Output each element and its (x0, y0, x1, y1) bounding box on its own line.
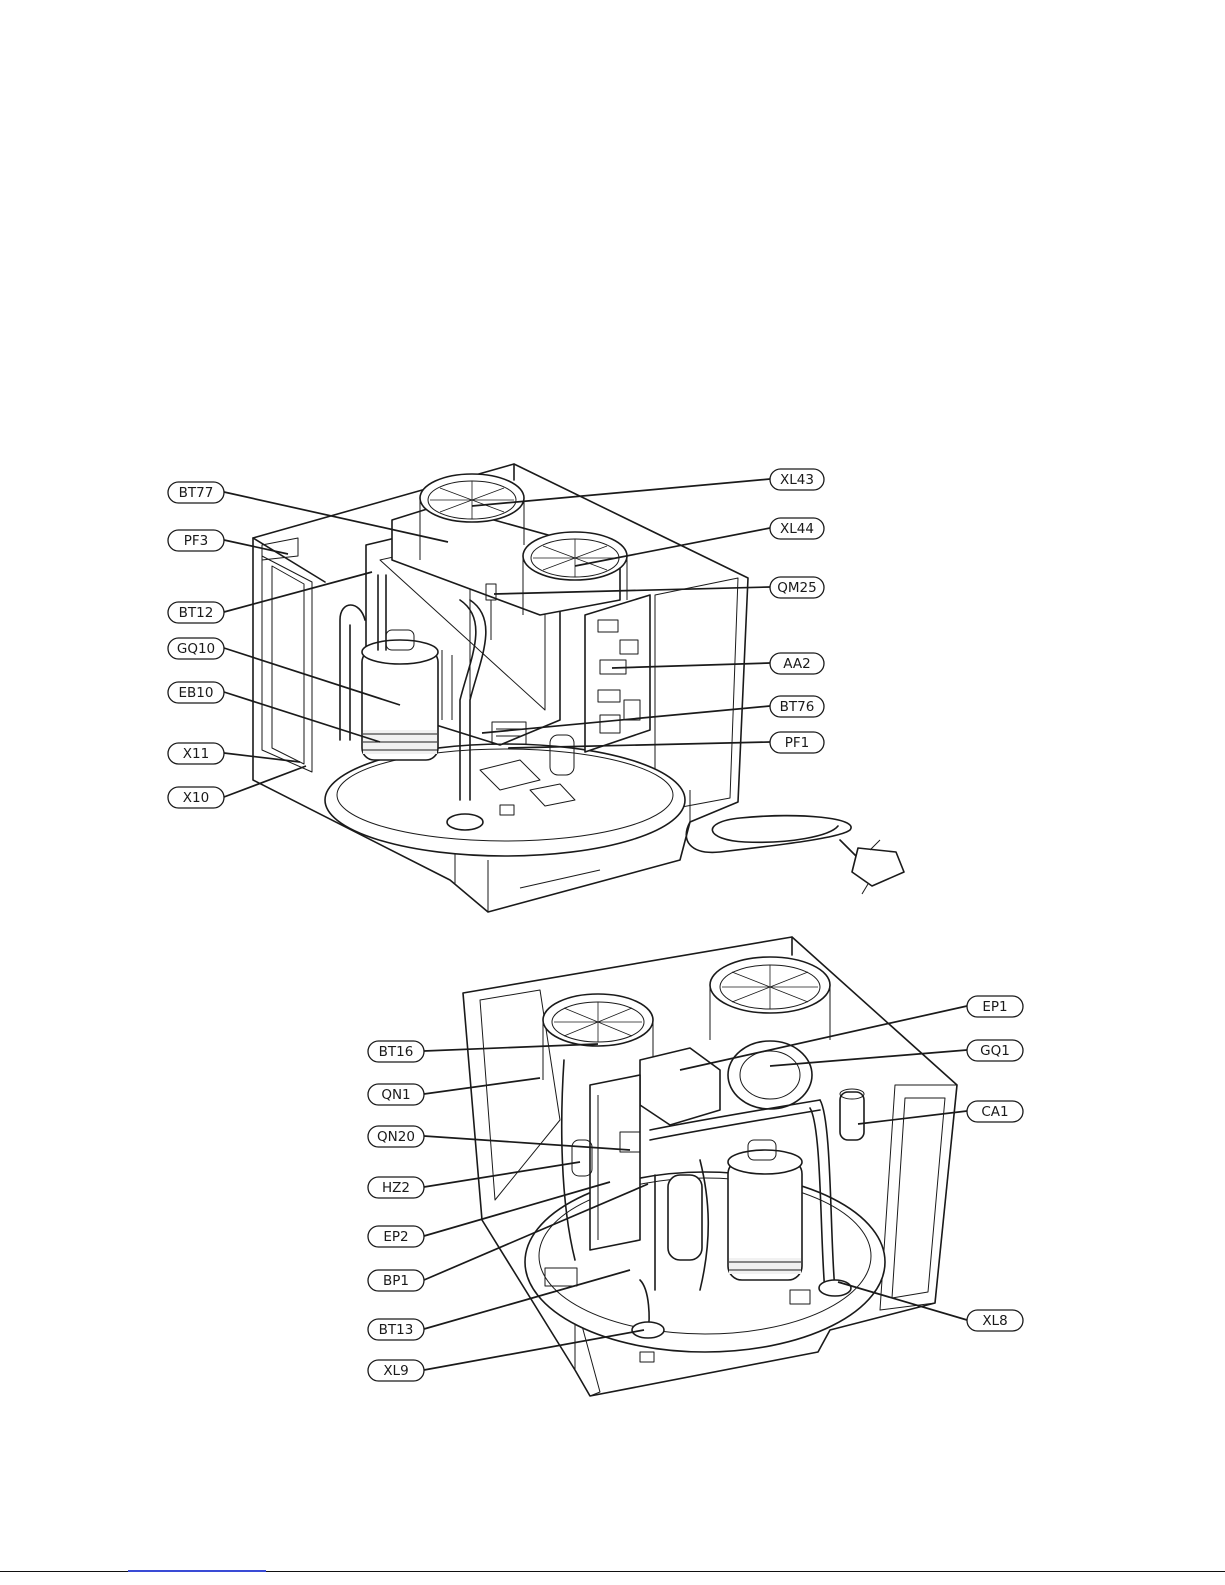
bottom-unit-illustration (463, 937, 957, 1396)
label-xl44-text: XL44 (780, 521, 814, 537)
label-aa2-text: AA2 (783, 656, 810, 672)
label-bt16-text: BT16 (379, 1044, 414, 1060)
label-ep2-text: EP2 (383, 1229, 408, 1245)
label-x11-text: X11 (183, 746, 209, 762)
label-xl9-text: XL9 (383, 1363, 408, 1379)
label-bt77-text: BT77 (179, 485, 214, 501)
label-hz2-text: HZ2 (382, 1180, 410, 1196)
label-qn20-text: QN20 (377, 1129, 415, 1145)
label-bt13-text: BT13 (379, 1322, 414, 1338)
label-xl8-text: XL8 (982, 1313, 1007, 1329)
label-bp1-text: BP1 (383, 1273, 409, 1289)
label-gq1-text: GQ1 (980, 1043, 1010, 1059)
label-qm25-text: QM25 (777, 580, 816, 596)
label-bt76-text: BT76 (780, 699, 815, 715)
label-pf3-text: PF3 (184, 533, 209, 549)
label-x10-text: X10 (183, 790, 209, 806)
label-bt12-text: BT12 (179, 605, 214, 621)
label-qn1-text: QN1 (381, 1087, 410, 1103)
label-eb10-text: EB10 (179, 685, 214, 701)
label-gq10-text: GQ10 (177, 641, 215, 657)
label-ca1-text: CA1 (981, 1104, 1008, 1120)
label-ep1-text: EP1 (982, 999, 1007, 1015)
footer-link-underline[interactable] (128, 1570, 266, 1572)
label-pf1-text: PF1 (785, 735, 810, 751)
label-xl43-text: XL43 (780, 472, 814, 488)
